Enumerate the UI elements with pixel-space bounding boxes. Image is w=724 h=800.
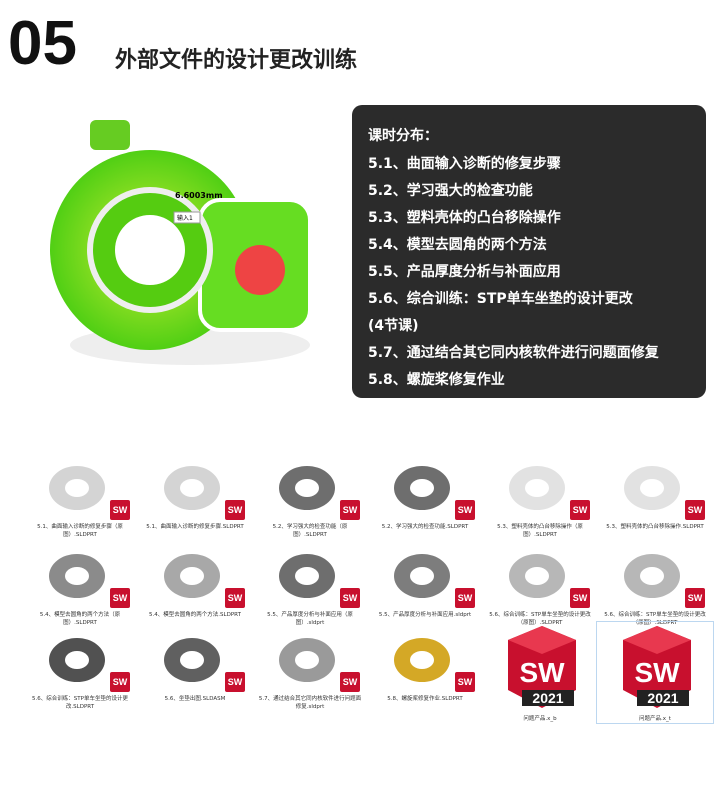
svg-text:SW: SW	[634, 657, 680, 688]
solidworks-icon: SW	[455, 500, 475, 520]
file-name: 5.5、产品厚度分析与补面应用（原图）.sldprt	[267, 612, 353, 626]
schedule-item: 5.7、通过结合其它同内核软件进行问题面修复	[368, 345, 659, 361]
schedule-item: 5.2、学习强大的检查功能	[368, 183, 533, 199]
part-thumbnail	[49, 554, 105, 598]
solidworks-icon: SW	[110, 500, 130, 520]
file-name: 5.5、产品厚度分析与补面应用.sldprt	[378, 612, 472, 618]
solidworks-icon: SW	[455, 672, 475, 692]
file-name: 5.1、曲面输入诊断的修复步骤.SLDPRT	[146, 524, 244, 530]
file-item[interactable]: SW 5.6、综合训练：STP单车坐垫的设计更改.SLDPRT	[22, 622, 138, 711]
part-thumbnail	[49, 466, 105, 510]
solidworks-icon: SW	[225, 588, 245, 608]
file-name: 5.6、综合训练：STP单车坐垫的设计更改.SLDPRT	[32, 696, 128, 710]
part-thumbnail	[164, 638, 220, 682]
file-name: 5.8、螺旋桨修复作业.SLDPRT	[387, 696, 463, 702]
solidworks-icon: SW	[225, 672, 245, 692]
part-thumbnail	[624, 554, 680, 598]
file-name: 5.2、学习强大的检查功能.SLDPRT	[381, 524, 469, 530]
file-item[interactable]: SW 5.6、坐垫出图.SLDASM	[137, 622, 253, 703]
file-item[interactable]: SW 5.6、综合训练：STP单车坐垫的设计更改（原图）.SLDPRT	[597, 538, 713, 627]
file-name: 5.4、模型去圆角的两个方法（原图）.SLDPRT	[39, 612, 121, 626]
file-name: 5.6、综合训练：STP单车坐垫的设计更改（原图）.SLDPRT	[604, 612, 706, 626]
solidworks-icon: SW	[685, 500, 705, 520]
casting-model-image: 6.6003mm 输入1	[50, 120, 312, 365]
schedule-item: 5.6、综合训练：STP单车坐垫的设计更改	[368, 291, 633, 307]
file-item[interactable]: SW 2021 问题产品.x_t	[596, 621, 714, 724]
part-thumbnail	[509, 554, 565, 598]
file-item[interactable]: SW 5.4、模型去圆角的两个方法（原图）.SLDPRT	[22, 538, 138, 627]
part-thumbnail	[279, 466, 335, 510]
file-item[interactable]: SW 5.1、曲面输入诊断的修复步骤.SLDPRT	[137, 450, 253, 531]
solidworks-icon: SW	[225, 500, 245, 520]
schedule-item: 5.3、塑料壳体的凸台移除操作	[368, 210, 561, 226]
part-thumbnail	[279, 554, 335, 598]
solidworks-icon: SW	[110, 672, 130, 692]
schedule-item: 5.4、模型去圆角的两个方法	[368, 237, 547, 253]
file-item[interactable]: SW 5.2、学习强大的检查功能（原图）.SLDPRT	[252, 450, 368, 539]
file-name: 5.4、模型去圆角的两个方法.SLDPRT	[149, 612, 241, 618]
file-item[interactable]: SW 2021 问题产品.x_b	[482, 622, 598, 723]
file-name: 5.6、坐垫出图.SLDASM	[164, 696, 226, 702]
file-name: 5.7、通过结合其它同内核软件进行问题面修复.sldprt	[258, 696, 362, 710]
file-item[interactable]: SW 5.3、塑料壳体的凸台移除操作.SLDPRT	[597, 450, 713, 531]
solidworks-icon: SW	[110, 588, 130, 608]
file-item[interactable]: SW 5.4、模型去圆角的两个方法.SLDPRT	[137, 538, 253, 619]
file-item[interactable]: SW 5.3、塑料壳体的凸台移除操作（原图）.SLDPRT	[482, 450, 598, 539]
dimension-label: 6.6003mm	[175, 191, 223, 200]
part-thumbnail	[394, 638, 450, 682]
file-name: 5.3、塑料壳体的凸台移除操作（原图）.SLDPRT	[497, 524, 583, 538]
part-thumbnail	[164, 554, 220, 598]
part-thumbnail	[394, 466, 450, 510]
svg-text:2021: 2021	[647, 690, 678, 706]
file-name: 5.6、综合训练：STP单车坐垫的设计更改（原图）.SLDPRT	[489, 612, 591, 626]
part-thumbnail	[509, 466, 565, 510]
part-thumbnail	[164, 466, 220, 510]
file-name: 问题产品.x_b	[523, 716, 557, 722]
solidworks-2021-icon: SW 2021	[623, 626, 691, 708]
schedule-panel: 课时分布： 5.1、曲面输入诊断的修复步骤 5.2、学习强大的检查功能 5.3、塑料…	[352, 105, 706, 398]
input-label: 输入1	[177, 214, 193, 222]
solidworks-icon: SW	[570, 500, 590, 520]
svg-text:2021: 2021	[532, 690, 563, 706]
file-item[interactable]: SW 5.1、曲面输入诊断的修复步骤（原图）.SLDPRT	[22, 450, 138, 539]
solidworks-icon: SW	[455, 588, 475, 608]
solidworks-icon: SW	[340, 500, 360, 520]
part-thumbnail	[624, 466, 680, 510]
file-item[interactable]: SW 5.5、产品厚度分析与补面应用.sldprt	[367, 538, 483, 619]
schedule-heading: 课时分布：	[368, 128, 438, 144]
schedule-item: (4节课)	[368, 318, 419, 334]
schedule-item: 5.8、螺旋桨修复作业	[368, 372, 505, 388]
schedule-item: 5.5、产品厚度分析与补面应用	[368, 264, 561, 280]
solidworks-icon: SW	[570, 588, 590, 608]
file-name: 5.2、学习强大的检查功能（原图）.SLDPRT	[272, 524, 348, 538]
page-title: 外部文件的设计更改训练	[115, 48, 358, 73]
schedule-item: 5.1、曲面输入诊断的修复步骤	[368, 156, 561, 172]
section-number: 05	[8, 9, 77, 78]
part-thumbnail	[49, 638, 105, 682]
solidworks-icon: SW	[340, 588, 360, 608]
file-item[interactable]: SW 5.6、综合训练：STP单车坐垫的设计更改（原图）.SLDPRT	[482, 538, 598, 627]
part-thumbnail	[394, 554, 450, 598]
file-item[interactable]: SW 5.7、通过结合其它同内核软件进行问题面修复.sldprt	[252, 622, 368, 711]
file-item[interactable]: SW 5.8、螺旋桨修复作业.SLDPRT	[367, 622, 483, 703]
solidworks-icon: SW	[340, 672, 360, 692]
file-item[interactable]: SW 5.5、产品厚度分析与补面应用（原图）.sldprt	[252, 538, 368, 627]
file-item[interactable]: SW 5.2、学习强大的检查功能.SLDPRT	[367, 450, 483, 531]
solidworks-2021-icon: SW 2021	[508, 626, 576, 708]
solidworks-icon: SW	[685, 588, 705, 608]
file-name: 5.1、曲面输入诊断的修复步骤（原图）.SLDPRT	[37, 524, 123, 538]
svg-text:SW: SW	[519, 657, 565, 688]
file-name: 5.3、塑料壳体的凸台移除操作.SLDPRT	[606, 524, 704, 530]
part-thumbnail	[279, 638, 335, 682]
file-name: 问题产品.x_t	[639, 716, 671, 722]
